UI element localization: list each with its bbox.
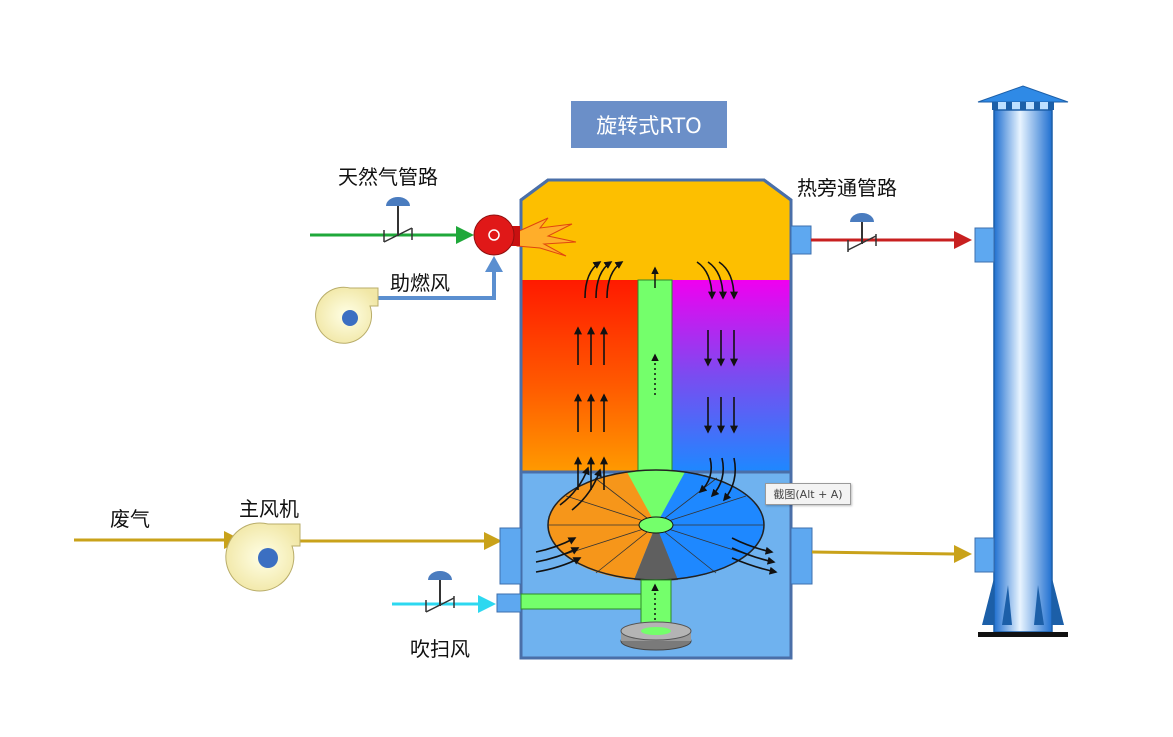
main-fan [225,522,301,592]
rotary-valve [547,469,765,651]
combustion-chamber [519,178,793,284]
combustion-air-label: 助燃风 [390,271,450,295]
combustion-air-fan [315,286,379,344]
natural-gas-line [310,197,474,244]
hot-bypass-label: 热旁通管路 [797,176,897,200]
waste-gas-label: 废气 [110,507,150,531]
purge-air-label: 吹扫风 [410,637,470,661]
waste-gas-line [74,527,522,585]
heat-bed-right [672,280,790,472]
center-channel [637,279,673,473]
combustion-air-line [374,256,503,300]
natural-gas-label: 天然气管路 [338,165,438,189]
burner [473,214,577,257]
diagram-title: 旋转式RTO [571,101,727,148]
flow-arrows [535,261,778,575]
main-fan-label: 主风机 [239,497,299,521]
screenshot-tooltip: 截图(Alt + A) [765,483,851,505]
outlet-line [790,527,972,585]
heat-bed-left [522,280,638,472]
purge-air-line [392,571,642,613]
hot-bypass-line [790,213,972,255]
exhaust-stack [974,85,1069,637]
